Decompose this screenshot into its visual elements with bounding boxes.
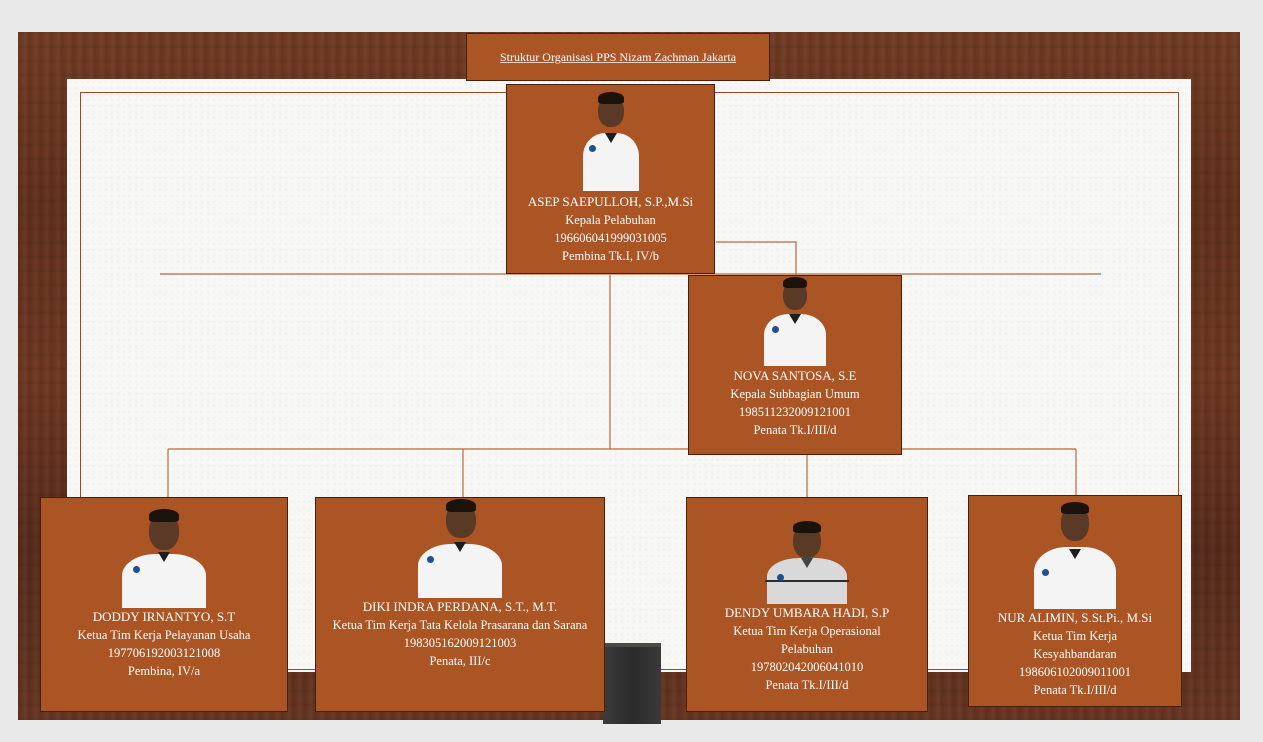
chart-title: Struktur Organisasi PPS Nizam Zachman Ja… [466, 33, 770, 81]
person-nip: 198606102009011001 [1018, 665, 1132, 679]
person-name: DODDY IRNANTYO, S.T [92, 609, 236, 624]
org-card-team-kesyahbandaran: NUR ALIMIN, S.St.Pi., M.Si Ketua Tim Ker… [968, 495, 1182, 707]
portrait-photo [579, 87, 643, 191]
person-nip: 198305162009121003 [403, 636, 517, 650]
person-name: DIKI INDRA PERDANA, S.T., M.T. [362, 599, 558, 614]
person-rank: Penata, III/c [429, 654, 491, 668]
person-rank: Pembina, IV/a [127, 664, 201, 678]
person-rank: Pembina Tk.I, IV/b [562, 249, 659, 263]
portrait-photo [762, 276, 828, 366]
person-nip: 196606041999031005 [554, 231, 667, 245]
person-role: Ketua Tim Kerja Pelayanan Usaha [77, 628, 251, 642]
person-name: NOVA SANTOSA, S.E [733, 368, 857, 383]
org-card-team-pelayanan-usaha: DODDY IRNANTYO, S.T Ketua Tim Kerja Pela… [40, 497, 288, 712]
portrait-photo [119, 508, 209, 608]
person-role: Ketua Tim Kerja Operasional Pelabuhan [733, 624, 881, 656]
portrait-photo [765, 518, 849, 604]
person-nip: 198511232009121001 [738, 405, 852, 419]
person-role: Ketua Tim Kerja Tata Kelola Prasarana da… [332, 618, 588, 632]
org-card-team-prasarana-sarana: DIKI INDRA PERDANA, S.T., M.T. Ketua Tim… [315, 497, 605, 712]
org-card-head: ASEP SAEPULLOH, S.P.,M.Si Kepala Pelabuh… [506, 84, 715, 274]
person-role: Kepala Subbagian Umum [730, 387, 860, 401]
person-name: DENDY UMBARA HADI, S.P [724, 605, 890, 620]
portrait-photo [1032, 499, 1118, 609]
person-rank: Penata Tk.I/III/d [753, 423, 837, 437]
person-name: NUR ALIMIN, S.St.Pi., M.Si [997, 610, 1153, 625]
connector-head-to-subhead [716, 241, 797, 276]
person-nip: 197706192003121008 [107, 646, 221, 660]
org-card-team-operasional: DENDY UMBARA HADI, S.P Ketua Tim Kerja O… [686, 497, 928, 712]
person-name: ASEP SAEPULLOH, S.P.,M.Si [527, 194, 694, 209]
person-rank: Penata Tk.I/III/d [1033, 683, 1117, 697]
person-nip: 197802042006041010 [750, 660, 864, 674]
person-rank: Penata Tk.I/III/d [765, 678, 849, 692]
person-role: Ketua Tim Kerja Kesyahbandaran [1032, 629, 1117, 661]
person-role: Kepala Pelabuhan [565, 213, 656, 227]
portrait-photo [415, 498, 505, 598]
podium [603, 643, 661, 724]
org-card-subbagian-umum: NOVA SANTOSA, S.E Kepala Subbagian Umum … [688, 275, 902, 455]
